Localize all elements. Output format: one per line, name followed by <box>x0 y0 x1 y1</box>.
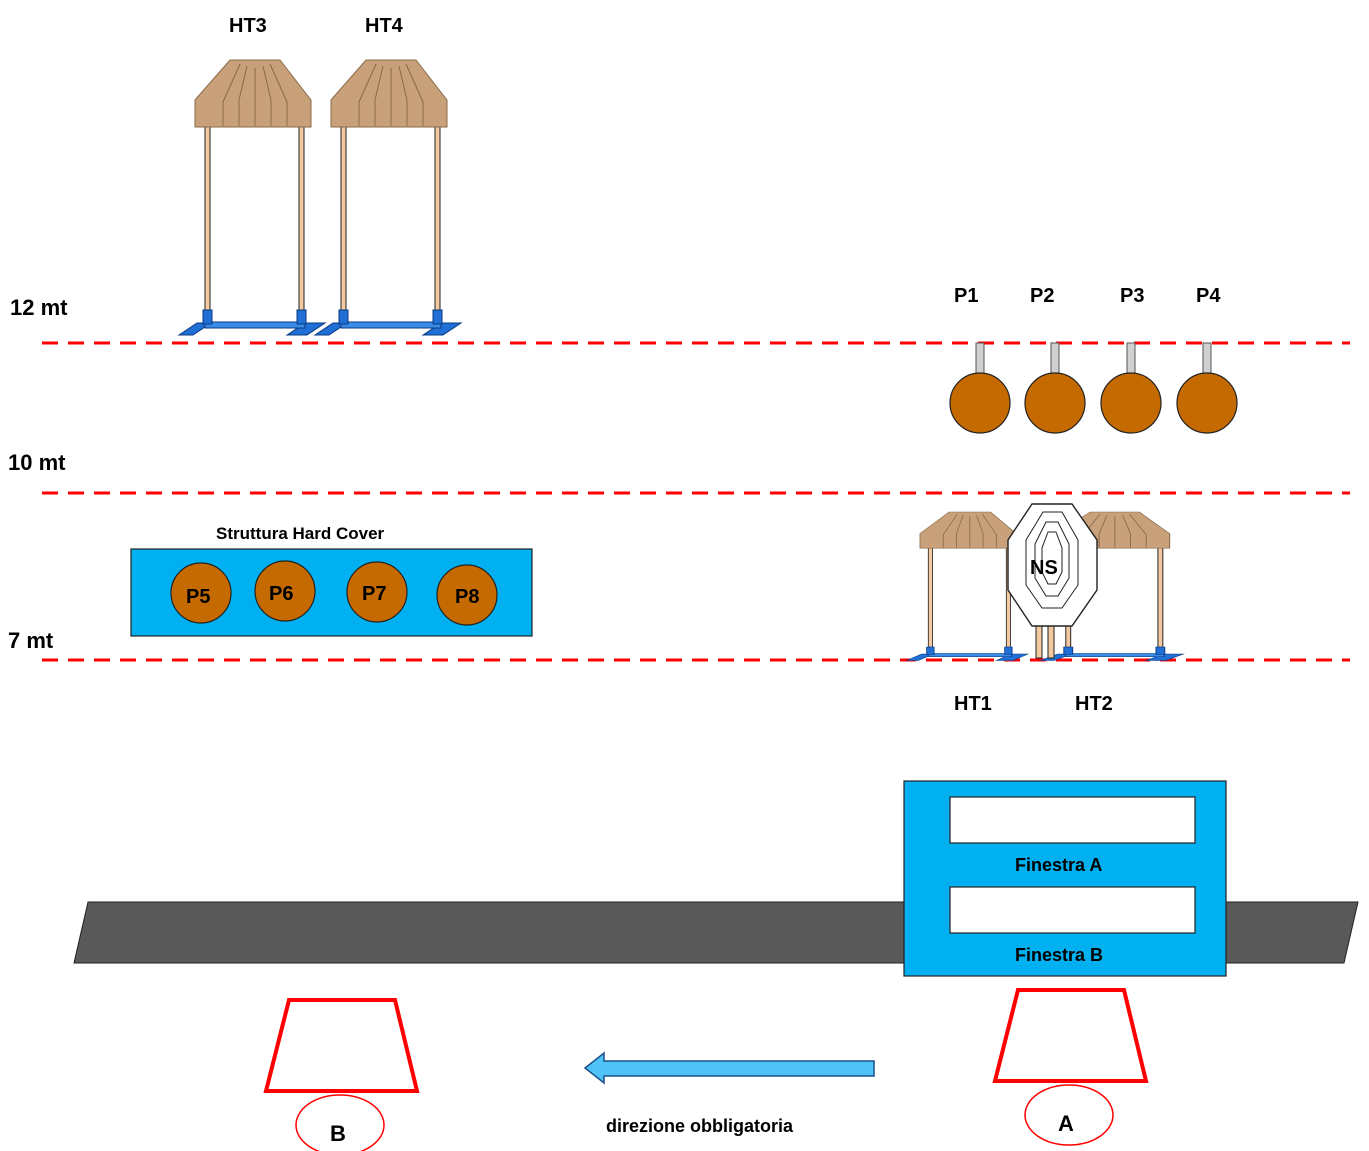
popper-p3 <box>1100 342 1162 434</box>
popper-p7 <box>346 561 408 623</box>
p4-label: P4 <box>1196 285 1221 307</box>
ht1-label: HT1 <box>954 693 992 715</box>
distance-label-10: 10 mt <box>8 450 66 475</box>
window-a <box>949 796 1196 844</box>
popper-p8 <box>436 564 498 626</box>
p7-label: P7 <box>362 583 386 605</box>
popper-p2 <box>1024 342 1086 434</box>
window-b-label: Finestra B <box>1015 945 1103 965</box>
position-circle-a <box>1024 1084 1114 1146</box>
position-a-label: A <box>1058 1111 1074 1136</box>
p1-label: P1 <box>954 285 978 307</box>
ht3-label: HT3 <box>229 15 267 37</box>
direction-label: direzione obbligatoria <box>606 1116 794 1136</box>
distance-label-12: 12 mt <box>10 295 68 320</box>
position-box-b <box>263 998 420 1093</box>
ht4-label: HT4 <box>365 15 404 37</box>
position-b-label: B <box>330 1121 346 1146</box>
hard-target-ht4 <box>314 59 462 336</box>
p2-label: P2 <box>1030 285 1054 307</box>
window-a-label: Finestra A <box>1015 855 1102 875</box>
distance-label-7: 7 mt <box>8 628 54 653</box>
p3-label: P3 <box>1120 285 1144 307</box>
p6-label: P6 <box>269 583 293 605</box>
popper-p4 <box>1176 342 1238 434</box>
hard-cover-title: Struttura Hard Cover <box>216 524 385 543</box>
popper-p1 <box>949 342 1011 434</box>
position-circle-b <box>295 1094 385 1151</box>
hard-target-ht3 <box>178 59 326 336</box>
no-shoot-target <box>1007 503 1098 659</box>
no-shoot-label: NS <box>1030 557 1058 579</box>
ht2-label: HT2 <box>1075 693 1113 715</box>
p5-label: P5 <box>186 586 210 608</box>
direction-arrow-icon <box>583 1051 875 1085</box>
position-box-a <box>992 988 1149 1083</box>
popper-p6 <box>254 560 316 622</box>
p8-label: P8 <box>455 586 479 608</box>
popper-p5 <box>170 562 232 624</box>
window-b <box>949 886 1196 934</box>
